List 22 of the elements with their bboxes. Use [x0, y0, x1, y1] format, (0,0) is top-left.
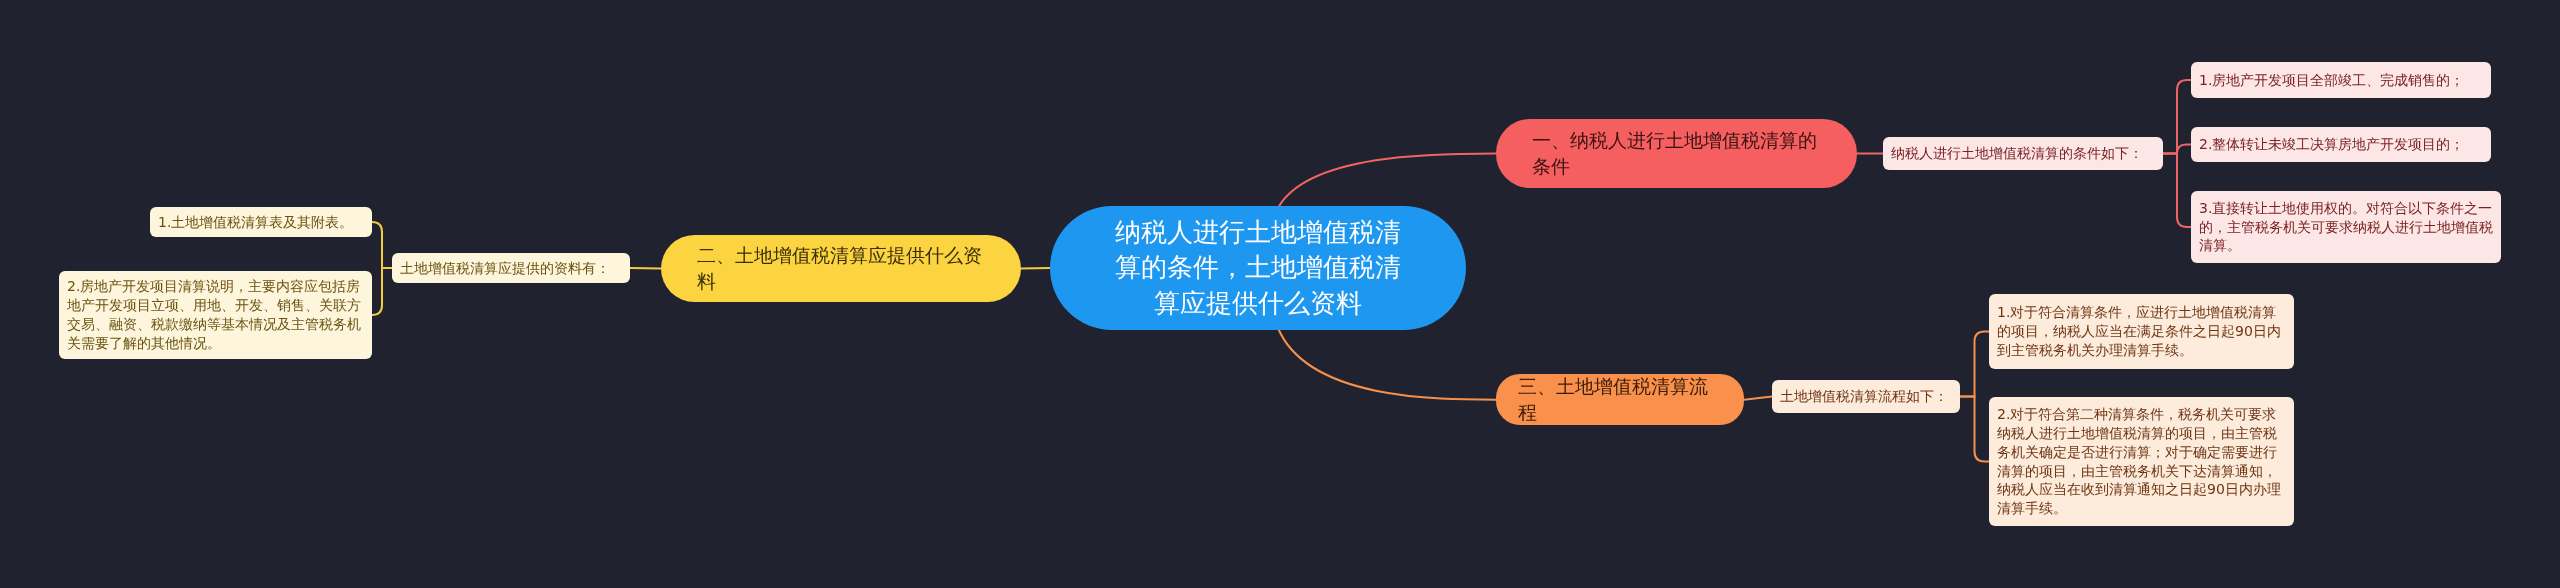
detail-box: 1.对于符合清算条件，应进行土地增值税清算的项目，纳税人应当在满足条件之日起90日内到主管税务机关办理清算手续。 — [1989, 294, 2294, 369]
connector-line — [2162, 152, 2192, 228]
connector-line — [1020, 267, 1051, 270]
detail-box: 2.房地产开发项目清算说明，主要内容应包括房地产开发项目立项、用地、开发、销售、关联方交易、融资、税款缴纳等基本情况及主管税务机关需要了解的其他情况。 — [59, 271, 372, 359]
detail-box: 3.直接转让土地使用权的。对符合以下条件之一的，主管税务机关可要求纳税人进行土地增值税清算。 — [2191, 191, 2501, 263]
branch-topic: 三、土地增值税清算流程 — [1496, 374, 1744, 426]
detail-box: 1.土地增值税清算表及其附表。 — [150, 207, 372, 237]
subtopic-box: 纳税人进行土地增值税清算的条件如下： — [1883, 137, 2163, 170]
detail-box: 2.整体转让未竣工决算房地产开发项目的； — [2191, 127, 2491, 162]
connector-line — [629, 267, 662, 270]
detail-box: 1.房地产开发项目全部竣工、完成销售的； — [2191, 62, 2491, 98]
connector-line — [1277, 327, 1497, 401]
central-topic: 纳税人进行土地增值税清算的条件，土地增值税清算应提供什么资料 — [1050, 206, 1466, 330]
connector-line — [371, 267, 393, 316]
branch-topic: 二、土地增值税清算应提供什么资料 — [661, 235, 1021, 302]
connector-line — [1856, 152, 1884, 155]
detail-box: 2.对于符合第二种清算条件，税务机关可要求纳税人进行土地增值税清算的项目，由主管税务机关确定是否进行清算；对于确定需要进行清算的项目，由主管税务机关下达清算通知，纳税人应当在收到清算通知之日起90日内办理清算手续。 — [1989, 397, 2294, 526]
branch-topic: 一、纳税人进行土地增值税清算的条件 — [1496, 119, 1857, 188]
connector-line — [1277, 152, 1497, 209]
connector-line — [1743, 395, 1773, 401]
subtopic-box: 土地增值税清算流程如下： — [1772, 380, 1960, 413]
subtopic-box: 土地增值税清算应提供的资料有： — [392, 253, 630, 283]
